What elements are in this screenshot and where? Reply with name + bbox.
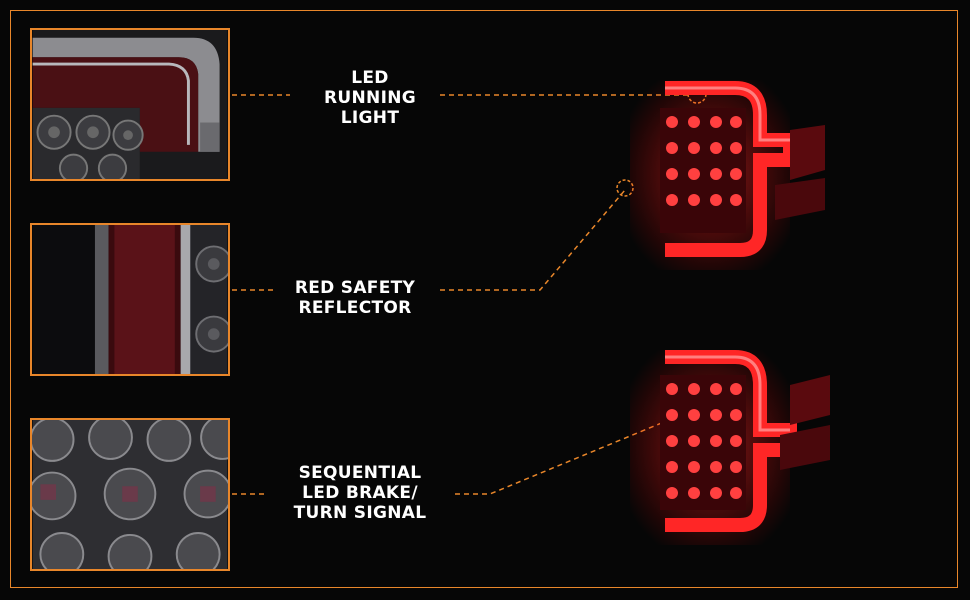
reflector-closeup [32,225,228,374]
tail-lamp-bottom [630,350,830,545]
detail-image-safety-reflector [30,223,230,376]
detail-image-running-light [30,28,230,181]
label-red-safety-reflector: RED SAFETY REFLECTOR [294,278,416,318]
label-led-running-light: LED RUNNING LIGHT [324,68,416,128]
running-light-closeup [32,30,228,179]
label-sequential-brake-turn: SEQUENTIAL LED BRAKE/ TURN SIGNAL [293,463,427,523]
outer-frame [10,10,958,588]
detail-image-led-array [30,418,230,571]
led-array-closeup [32,420,228,569]
tail-lamp-top [630,80,825,270]
